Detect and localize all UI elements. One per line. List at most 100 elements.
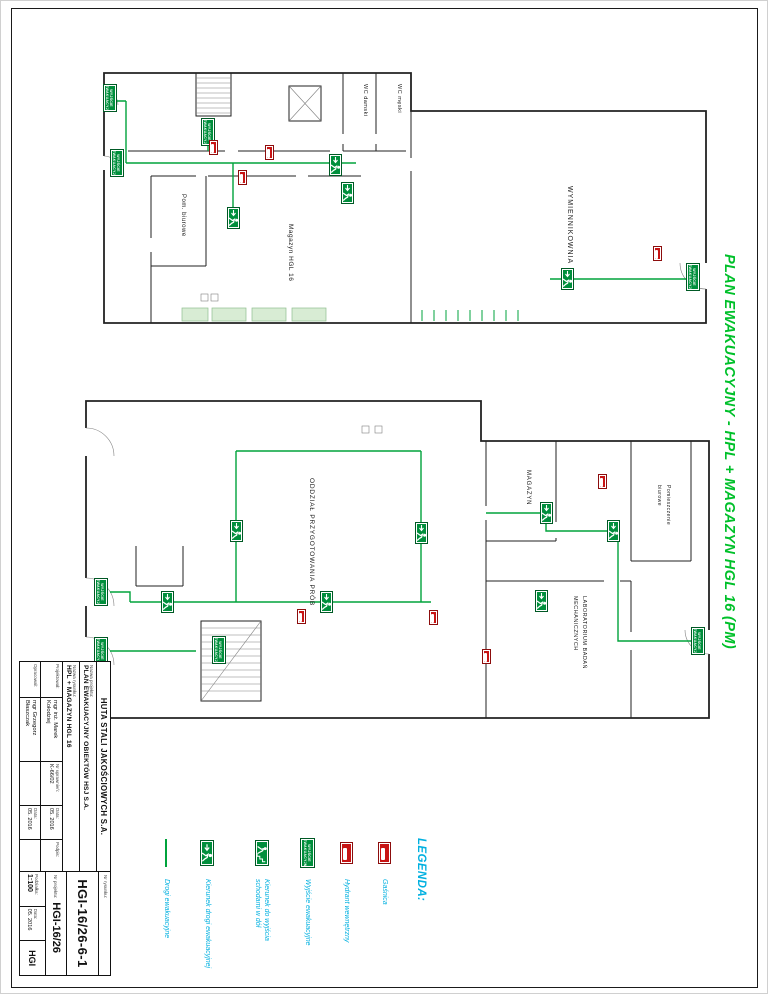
plan2-stairs-hatch — [201, 627, 261, 692]
fire-extinguisher-icon — [431, 614, 434, 623]
plan2-stairs-diagonal — [200, 620, 262, 702]
project-name: PLAN EWAKUACYJNY OBIEKTÓW HSJ S.A. — [82, 665, 89, 811]
plan1-bench — [291, 307, 327, 322]
elevator-shaft — [288, 85, 322, 122]
legend-label: Wyjście ewakuacyjne — [304, 879, 312, 946]
date-value: 05. 2016 — [26, 808, 33, 830]
design-unit: HGI — [27, 950, 38, 967]
legend-item-gasnica: Gaśnica — [378, 836, 391, 971]
plan2-stairs — [200, 620, 262, 702]
legend-label: Drogi ewakuacyjne — [163, 879, 170, 939]
room-label-wc-damski: WC damski — [362, 84, 368, 117]
drawing-sheet: PLAN EWAKUACYJNY - HPL + MAGAZYN HGL 16 … — [11, 8, 758, 988]
fire-equipment-sign — [429, 610, 438, 625]
exit-sign-text: WYJŚCIE — [207, 123, 212, 141]
drawing-label: Nazwa rysunku: — [72, 665, 77, 698]
floor-plan-1 — [102, 72, 708, 324]
exit-sign-text: WYJŚCIE — [109, 89, 114, 107]
room-label-pomieszczenie-biurowe: Pomieszczenie biurowe — [655, 485, 672, 525]
running-man-icon — [321, 592, 332, 612]
title-block-left: HUTA STALI JAKOŚCIOWYCH S.A. Nazwa proje… — [20, 662, 110, 872]
exit-sign-text: EWAKUACYJNE — [692, 628, 697, 655]
running-man-icon — [330, 155, 341, 175]
evacuation-direction-sign — [415, 522, 428, 544]
plan1-fixture — [200, 293, 209, 302]
cert-label: Nr uprawnień: — [55, 764, 61, 793]
author-name: mgr Grzegorz Błaszczak — [20, 698, 40, 762]
cert-no: K-66/02 — [48, 764, 55, 784]
fire-equipment-sign — [238, 170, 247, 185]
running-man-icon — [416, 523, 427, 543]
fire-extinguisher-sign-icon — [378, 836, 391, 870]
date-value: 05. 2016 — [26, 908, 33, 931]
plan2-office-walls — [630, 441, 692, 562]
plan2-outer-wall — [85, 400, 710, 719]
evacuation-direction-sign — [535, 590, 548, 612]
route-line-icon — [165, 836, 168, 870]
running-man-icon — [231, 521, 242, 541]
project-number: HGI-16/26 — [50, 902, 62, 954]
evacuation-direction-sign — [329, 154, 342, 176]
room-label-oddzial: ODDZIAŁ PRZYGOTOWANIA PRÓB — [308, 478, 315, 607]
fire-extinguisher-icon — [211, 144, 214, 153]
legend-label: Gaśnica — [381, 879, 389, 905]
stairs-down-icon — [256, 842, 268, 864]
title-block-right: Nr rysunku: HGI-16/26-6-1 Nr projektu: H… — [20, 872, 110, 975]
legend-label: Kierunek do wyjścia schodami w dół — [253, 879, 270, 941]
exit-sign-text: WYJŚCIE — [307, 844, 311, 862]
fire-extinguisher-icon — [267, 149, 270, 158]
running-man-icon — [201, 842, 213, 864]
room-label-laboratorium: LABORATORIUM BADAŃ MECHANICZNYCH — [569, 596, 588, 669]
plan2-door-gaps — [84, 428, 711, 665]
stairs-down-sign-icon — [254, 836, 269, 870]
plan1-bench — [181, 307, 209, 322]
legend-item-kierunek: Kierunek drogi ewakuacyjnej — [200, 836, 214, 971]
plan1-bench — [251, 307, 287, 322]
plan1-stairs-hatch — [196, 77, 231, 114]
running-man-icon — [536, 591, 547, 611]
date-value: 05. 2016 — [48, 808, 55, 830]
fire-extinguisher-icon — [484, 653, 487, 662]
plan1-stairs — [195, 72, 232, 117]
scale-row: Podziałka:1:100 Data:05. 2016 HGI — [20, 872, 45, 975]
elevator-diagonals — [288, 85, 322, 122]
fire-equipment-sign — [598, 474, 607, 489]
exit-sign-text: EWAKUACYJNE — [302, 839, 307, 868]
room-label-line: biurowe — [656, 485, 663, 507]
title-block: HUTA STALI JAKOŚCIOWYCH S.A. Nazwa proje… — [19, 661, 111, 976]
room-label-wc-meski: WC męski — [396, 84, 402, 114]
hydrant-sign-icon — [340, 836, 353, 870]
plan1-door-arcs — [103, 90, 707, 290]
exit-sign-text: WYJŚCIE — [697, 632, 702, 650]
designer-label: Projektował: — [55, 664, 61, 689]
scale-value: 1:100 — [26, 874, 33, 892]
evacuation-direction-sign — [561, 268, 574, 290]
fire-equipment-sign — [297, 609, 306, 624]
room-label-magazyn: MAGAZYN — [525, 470, 531, 506]
designer-row: Projektował: mgr inż. Marek Kołodziej Nr… — [40, 662, 62, 871]
exit-sign-text: EWAKUACYJNE — [104, 85, 109, 112]
drawing-number: HGI-16/26-6-1 — [66, 872, 98, 975]
running-man-icon — [228, 208, 239, 228]
exit-sign-text: EWAKUACYJNE — [213, 637, 218, 664]
exit-sign-text: WYJŚCIE — [100, 583, 105, 601]
date-label: Data: — [33, 908, 39, 920]
hydrant-icon — [343, 848, 347, 860]
running-man-icon — [608, 521, 619, 541]
room-label-magazyn-hgl16: Magazyn HGL 16 — [287, 224, 294, 282]
evacuation-direction-sign — [540, 502, 553, 524]
running-man-icon — [562, 269, 573, 289]
fire-equipment-sign — [209, 140, 218, 155]
exit-sign-text: EWAKUACYJNE — [687, 264, 692, 291]
plan2-lab-walls — [486, 580, 632, 718]
exit-sign-text: EWAKUACYJNE — [111, 150, 116, 177]
fire-equipment-sign — [482, 649, 491, 664]
evacuation-direction-sign — [607, 520, 620, 542]
author-row: Opracował: mgr Grzegorz Błaszczak Data:0… — [20, 662, 40, 871]
scale-label: Podziałka: — [34, 874, 39, 895]
